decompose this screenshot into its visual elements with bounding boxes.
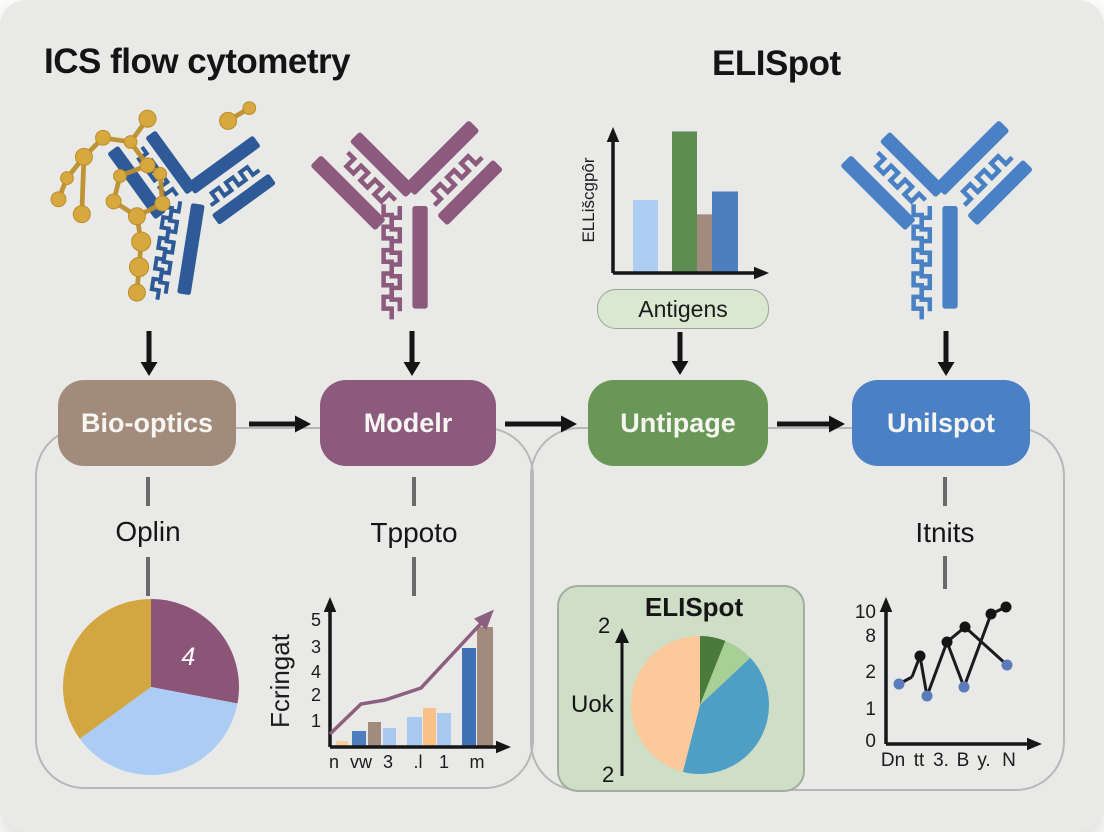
group-border-left <box>35 427 534 789</box>
section-label-oplin: Oplin <box>115 516 181 547</box>
panel-axis-ylabel: Uok <box>571 691 614 718</box>
svg-text:tt: tt <box>914 750 925 771</box>
svg-text:y.: y. <box>977 750 990 771</box>
section-label-tppoto: Tppoto <box>370 517 458 548</box>
svg-text:Fcringat: Fcringat <box>265 633 295 728</box>
down-arrow-icon <box>937 331 955 376</box>
svg-text:0: 0 <box>865 731 876 752</box>
elispot-pie-chart <box>630 635 769 774</box>
svg-text:4: 4 <box>311 662 321 682</box>
section-label-itnits: Itnits <box>915 517 975 548</box>
right-arrow-icon <box>505 415 577 433</box>
flow-arrows <box>249 415 845 433</box>
svg-text:4: 4 <box>181 643 195 671</box>
svg-text:vw: vw <box>350 752 373 772</box>
svg-text:1: 1 <box>439 752 449 772</box>
svg-text:ELLišcgpôr: ELLišcgpôr <box>579 157 598 242</box>
right-arrow-icon <box>777 415 845 433</box>
svg-text:8: 8 <box>865 626 876 647</box>
down-arrow-icon <box>671 332 689 375</box>
antibody-icon-purple <box>310 120 511 319</box>
box-model: Modelr <box>320 380 496 466</box>
svg-text:5: 5 <box>311 610 321 630</box>
box-unti: Untipage <box>588 380 768 466</box>
down-arrow-icon <box>140 331 158 376</box>
down-arrows <box>140 331 955 376</box>
svg-text:2: 2 <box>311 685 321 705</box>
svg-text:2: 2 <box>865 662 876 683</box>
antibody-icon-navy <box>86 113 290 316</box>
svg-text:m: m <box>470 752 485 772</box>
antigen-bar-chart: ELLišcgpôr <box>579 127 769 280</box>
svg-text:3.: 3. <box>933 750 949 771</box>
antigens-pill-label: Antigens <box>638 295 728 322</box>
svg-text:B: B <box>957 750 970 771</box>
group-border-right <box>530 427 1065 791</box>
box-bio: Bio-optics <box>58 380 236 466</box>
antibody-icon-blue <box>840 120 1041 319</box>
page-title-left: ICS flow cytometry <box>44 42 351 81</box>
svg-text:1: 1 <box>311 711 321 731</box>
svg-text:3: 3 <box>383 752 393 772</box>
panel-title: ELISpot <box>644 592 744 622</box>
antigens-pill: Antigens <box>597 289 769 329</box>
page-title-right: ELISpot <box>712 44 841 83</box>
svg-text:.l: .l <box>414 752 423 772</box>
panel-axis-top-label: 2 <box>598 613 611 638</box>
svg-text:3: 3 <box>311 637 321 657</box>
molecule-icon <box>50 101 257 302</box>
svg-text:1: 1 <box>865 699 876 720</box>
svg-text:N: N <box>1002 750 1016 771</box>
svg-text:n: n <box>329 752 339 772</box>
up-arrow-icon <box>615 628 629 643</box>
svg-text:Dn: Dn <box>881 750 905 771</box>
right-arrow-icon <box>249 415 311 433</box>
svg-text:10: 10 <box>855 602 876 623</box>
panel-axis-bottom-label: 2 <box>602 762 615 787</box>
oplin-pie-chart: 4 <box>63 599 239 775</box>
down-arrow-icon <box>403 331 421 376</box>
connectors <box>146 477 947 596</box>
box-unil: Unilspot <box>852 380 1030 466</box>
